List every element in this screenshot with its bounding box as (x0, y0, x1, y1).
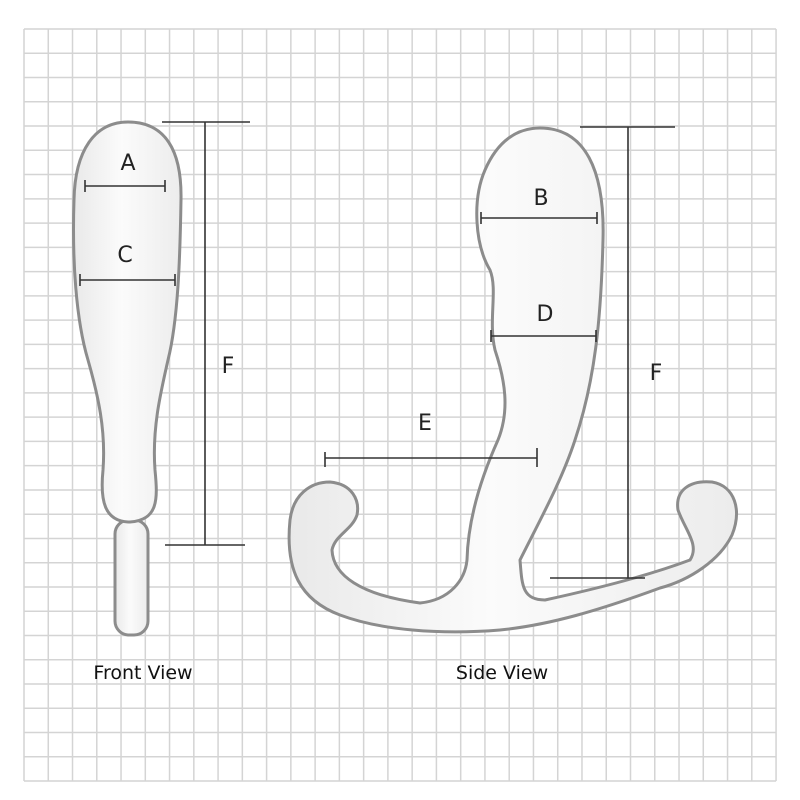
label-a: A (120, 151, 135, 176)
label-f-side: F (650, 361, 663, 386)
label-f-front: F (222, 354, 235, 379)
label-c: C (117, 243, 132, 268)
label-e: E (418, 411, 432, 436)
side-dimensions: B D E F (324, 126, 675, 579)
label-d: D (537, 302, 554, 327)
side-view-shape (287, 126, 738, 634)
label-b: B (533, 186, 548, 211)
side-view-caption: Side View (456, 662, 548, 684)
front-view-caption: Front View (93, 662, 192, 684)
front-view-shape (72, 120, 183, 637)
front-dimensions: A C F (79, 121, 250, 546)
